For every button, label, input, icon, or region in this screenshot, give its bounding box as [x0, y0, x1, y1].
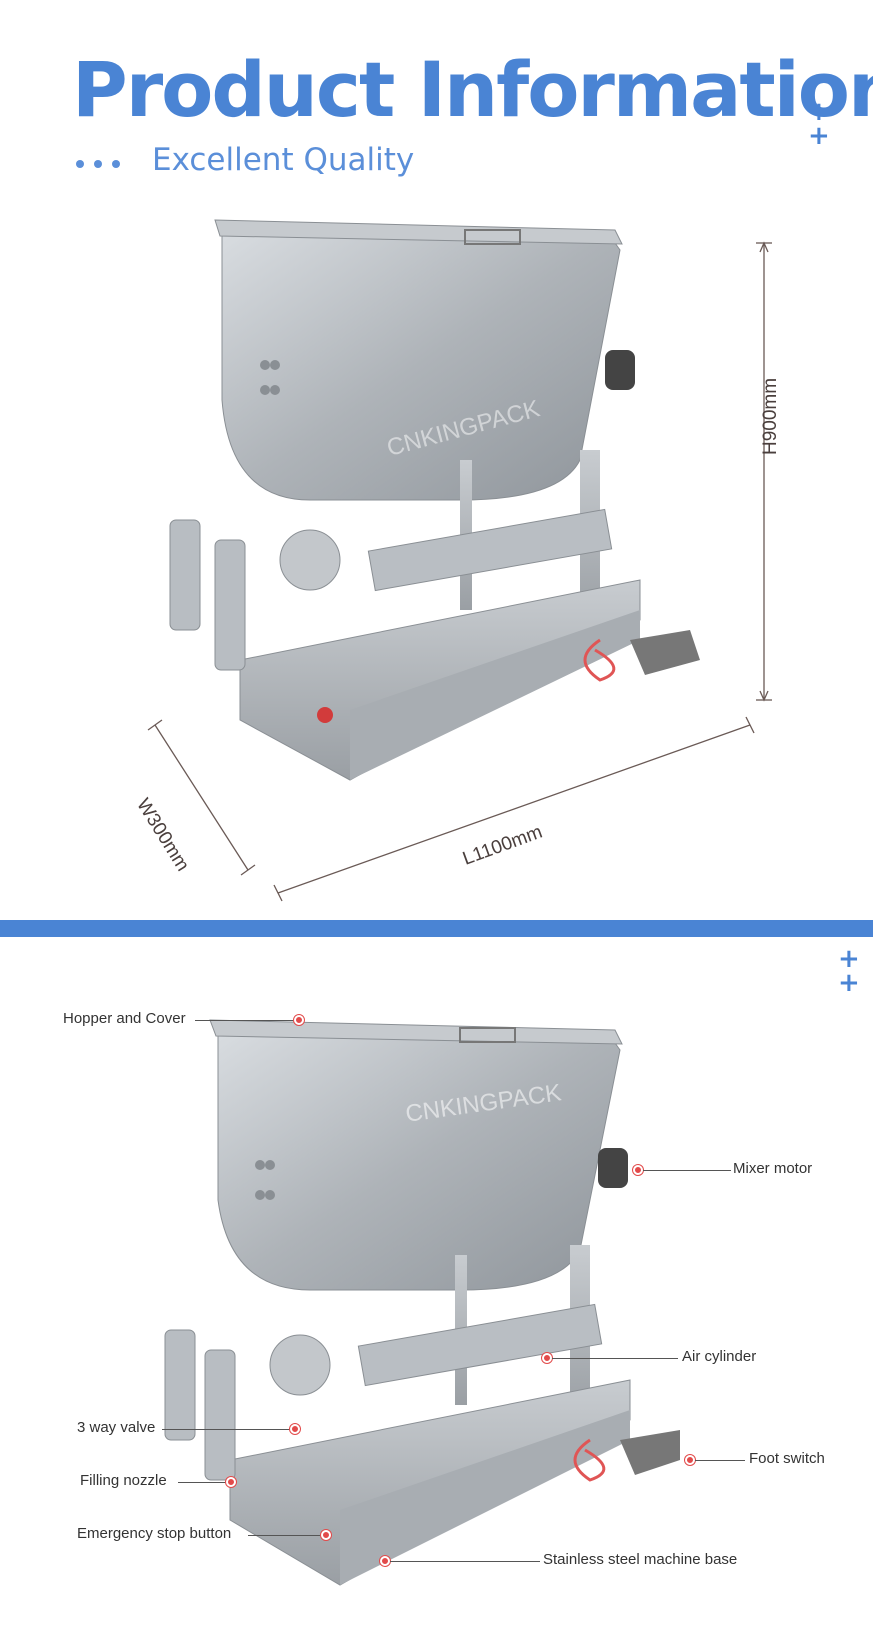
- section-divider: [0, 920, 873, 937]
- height-label: H900mm: [760, 377, 781, 455]
- marker-dot: [380, 1556, 390, 1566]
- machine-image-dimensions: [169, 219, 700, 781]
- leader-line: [695, 1460, 745, 1461]
- callout-emergency: Emergency stop button: [77, 1525, 232, 1542]
- callout-mixer-motor: Mixer motor: [733, 1160, 813, 1177]
- marker-dot: [226, 1477, 236, 1487]
- marker-dot: [633, 1165, 643, 1175]
- callout-valve: 3 way valve: [77, 1419, 156, 1436]
- leader-line: [552, 1358, 678, 1359]
- dot: [76, 160, 84, 168]
- marker-dot: [542, 1353, 552, 1363]
- callout-hopper: Hopper and Cover: [63, 1010, 186, 1027]
- machine-image-parts: [164, 1019, 680, 1586]
- dot: [94, 160, 102, 168]
- page-title: Product Information: [72, 45, 873, 134]
- plus-icon: ++: [808, 97, 830, 151]
- dimension-lines: [147, 241, 772, 902]
- leader-line: [248, 1535, 326, 1536]
- marker-dot: [321, 1530, 331, 1540]
- leader-line: [178, 1482, 228, 1483]
- leader-line: [643, 1170, 731, 1171]
- leader-line: [195, 1020, 295, 1021]
- marker-dot: [685, 1455, 695, 1465]
- callout-air-cylinder: Air cylinder: [682, 1348, 757, 1365]
- marker-dot: [290, 1424, 300, 1434]
- plus-icon: ++: [838, 944, 860, 998]
- marker-dot: [294, 1015, 304, 1025]
- callout-base: Stainless steel machine base: [543, 1551, 738, 1568]
- callout-foot-switch: Foot switch: [749, 1450, 825, 1467]
- callout-nozzle: Filling nozzle: [80, 1472, 167, 1489]
- dots-decoration: [76, 160, 120, 168]
- page-subtitle: Excellent Quality: [152, 142, 415, 178]
- leader-line: [162, 1429, 292, 1430]
- leader-line: [390, 1561, 540, 1562]
- dot: [112, 160, 120, 168]
